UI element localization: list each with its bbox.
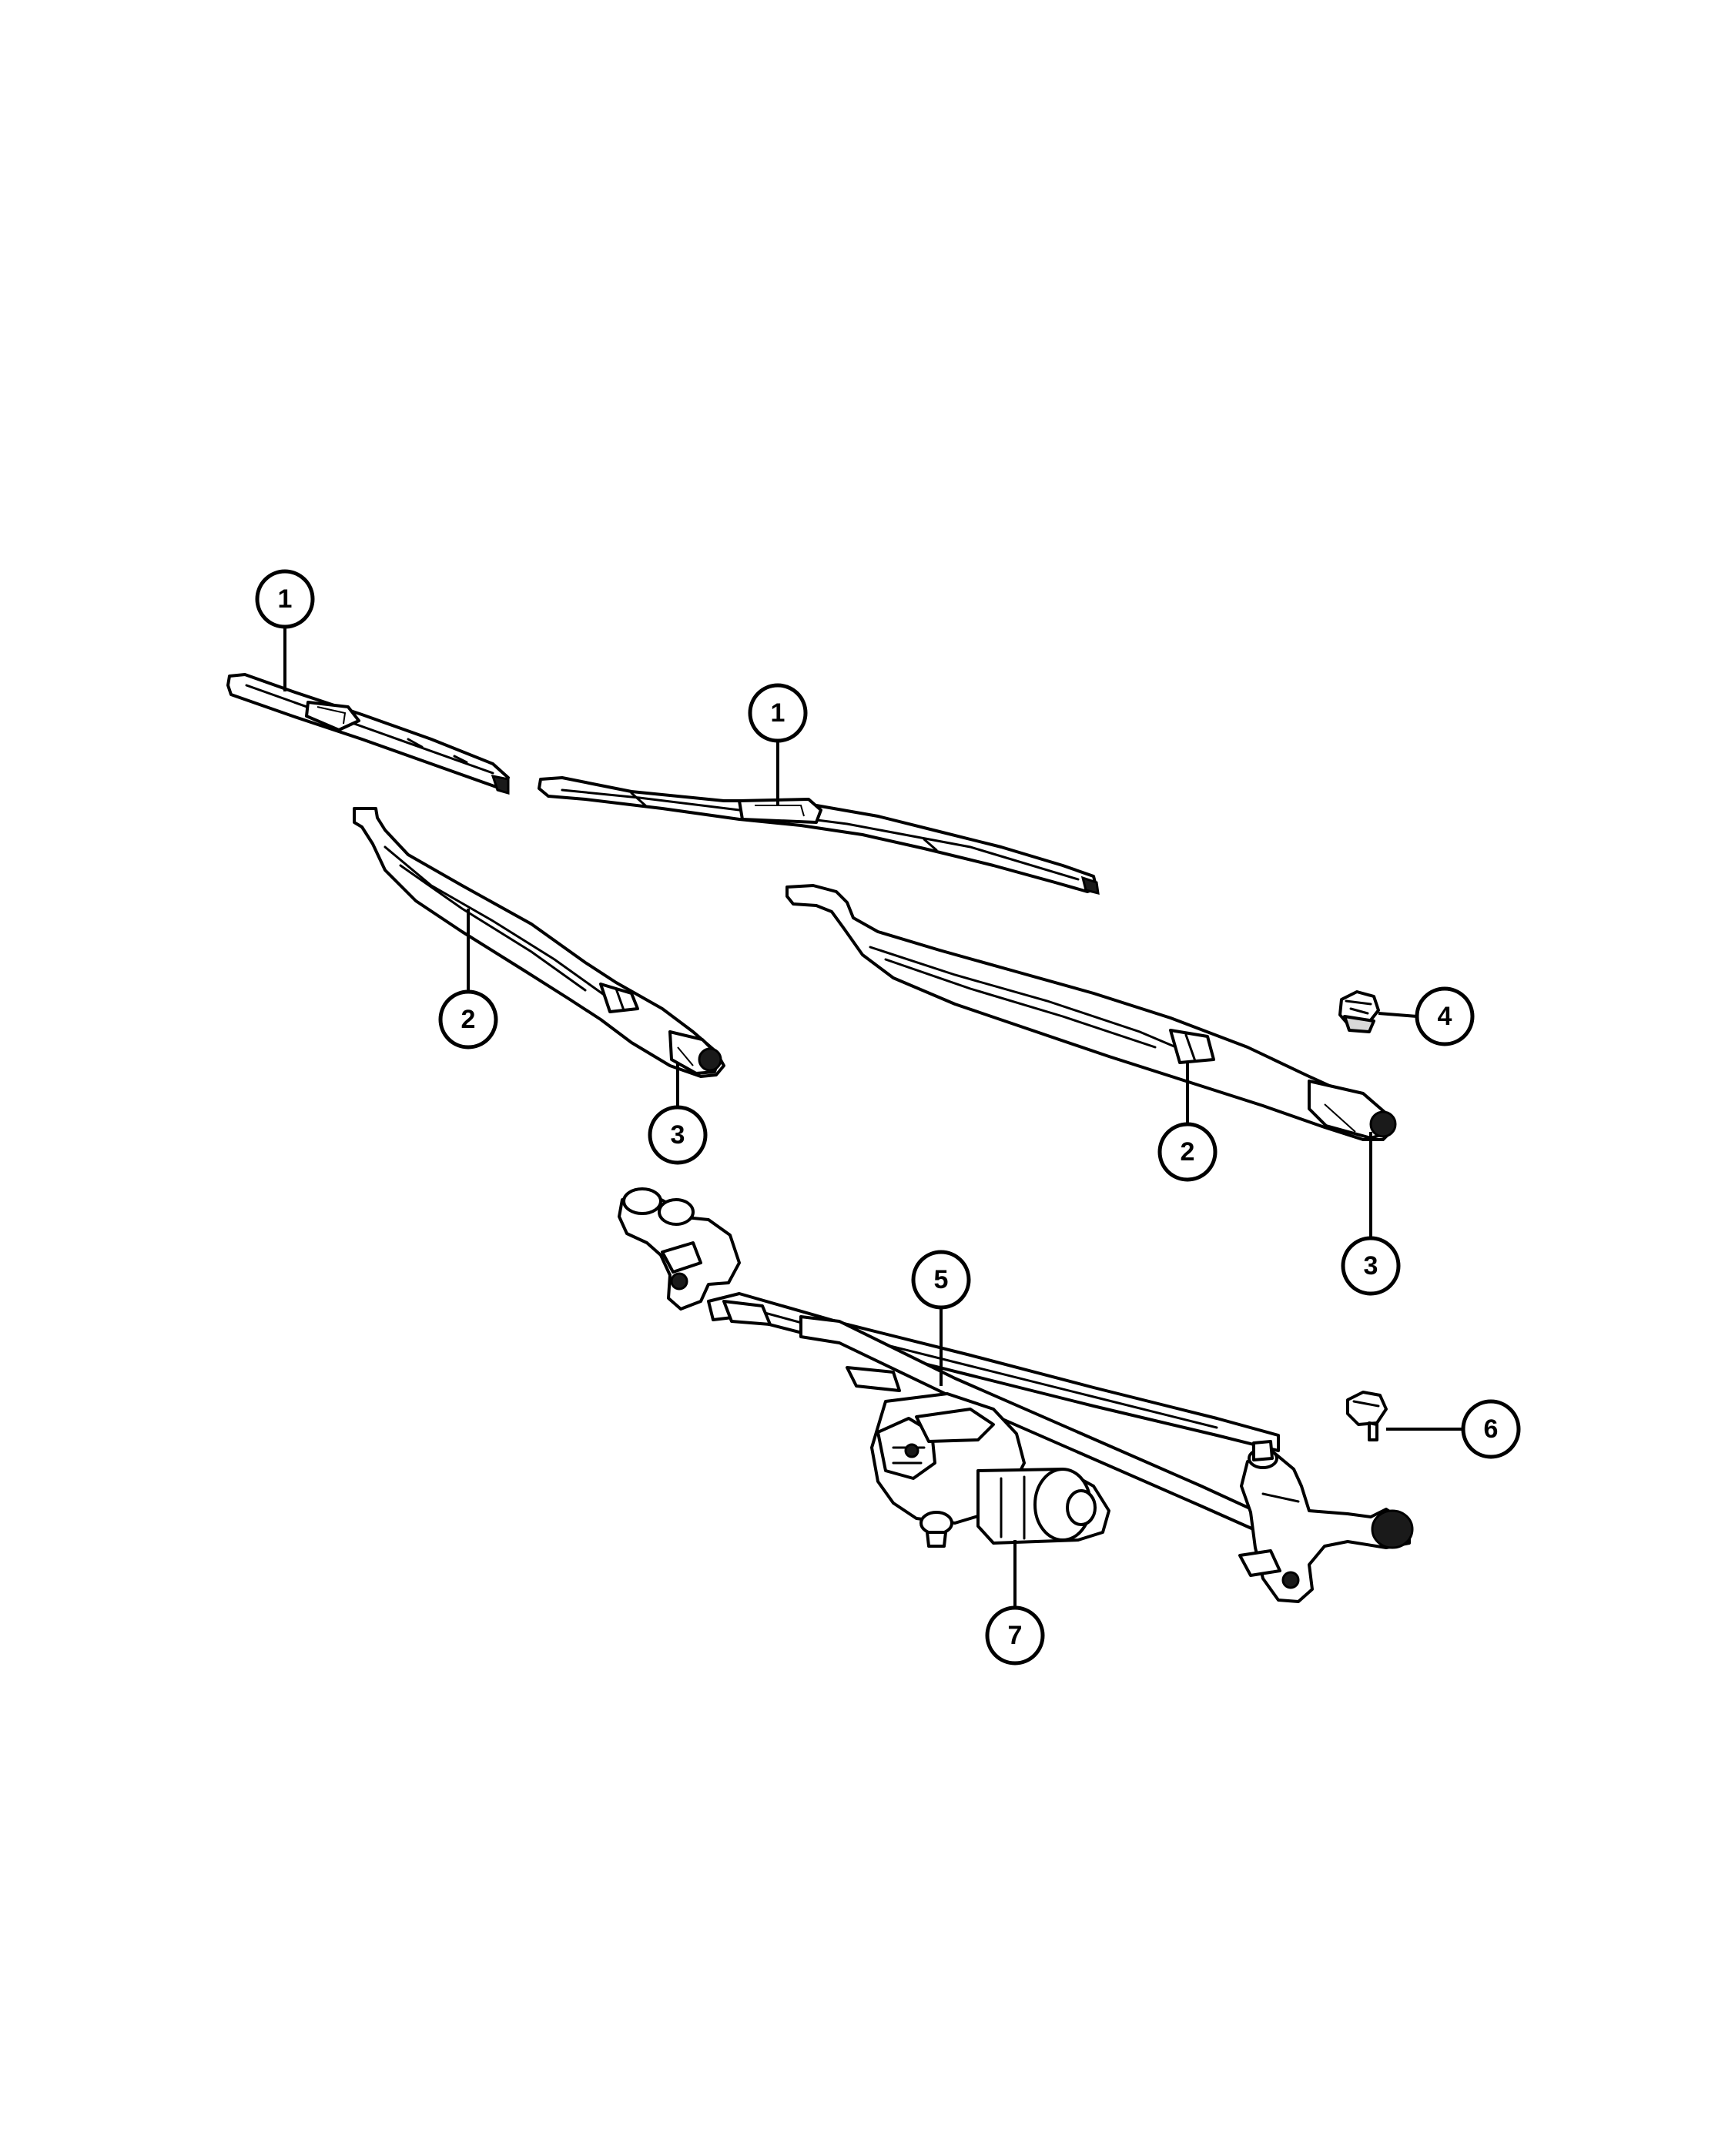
callout-label: 2 bbox=[1181, 1137, 1195, 1167]
callout-label: 3 bbox=[1364, 1251, 1378, 1281]
wiper-blade-left bbox=[226, 673, 510, 795]
callout-7-motor: 7 bbox=[985, 1605, 1045, 1666]
callout-2-arm-left: 2 bbox=[438, 989, 498, 1050]
wiper-blade-right bbox=[538, 776, 1100, 895]
wiper-arm-right bbox=[785, 884, 1397, 1141]
callout-label: 4 bbox=[1438, 1002, 1452, 1031]
callout-4-nut: 4 bbox=[1415, 986, 1475, 1046]
callout-2-arm-right: 2 bbox=[1157, 1122, 1218, 1182]
leader-4 bbox=[1378, 1012, 1418, 1018]
wiper-linkage-and-motor-assembly bbox=[618, 1187, 1414, 1603]
callout-1-blade-left: 1 bbox=[255, 569, 315, 629]
nut-part-4 bbox=[1338, 990, 1380, 1033]
callout-label: 5 bbox=[934, 1265, 949, 1294]
callout-3-arm-cap-left: 3 bbox=[648, 1105, 708, 1165]
nut-part-6 bbox=[1346, 1391, 1388, 1441]
callout-label: 2 bbox=[461, 1005, 476, 1034]
callout-5-linkage: 5 bbox=[911, 1250, 971, 1310]
callout-6-nut: 6 bbox=[1461, 1399, 1521, 1459]
callout-3-arm-cap-right: 3 bbox=[1341, 1236, 1401, 1296]
callout-label: 7 bbox=[1008, 1621, 1023, 1650]
wiper-arm-left bbox=[353, 807, 725, 1078]
leader-lines bbox=[283, 625, 1463, 1609]
callout-label: 6 bbox=[1484, 1414, 1499, 1444]
callout-1-blade-right: 1 bbox=[748, 683, 808, 743]
callout-label: 1 bbox=[771, 698, 785, 728]
callout-label: 1 bbox=[278, 584, 293, 614]
callout-label: 3 bbox=[671, 1120, 685, 1150]
